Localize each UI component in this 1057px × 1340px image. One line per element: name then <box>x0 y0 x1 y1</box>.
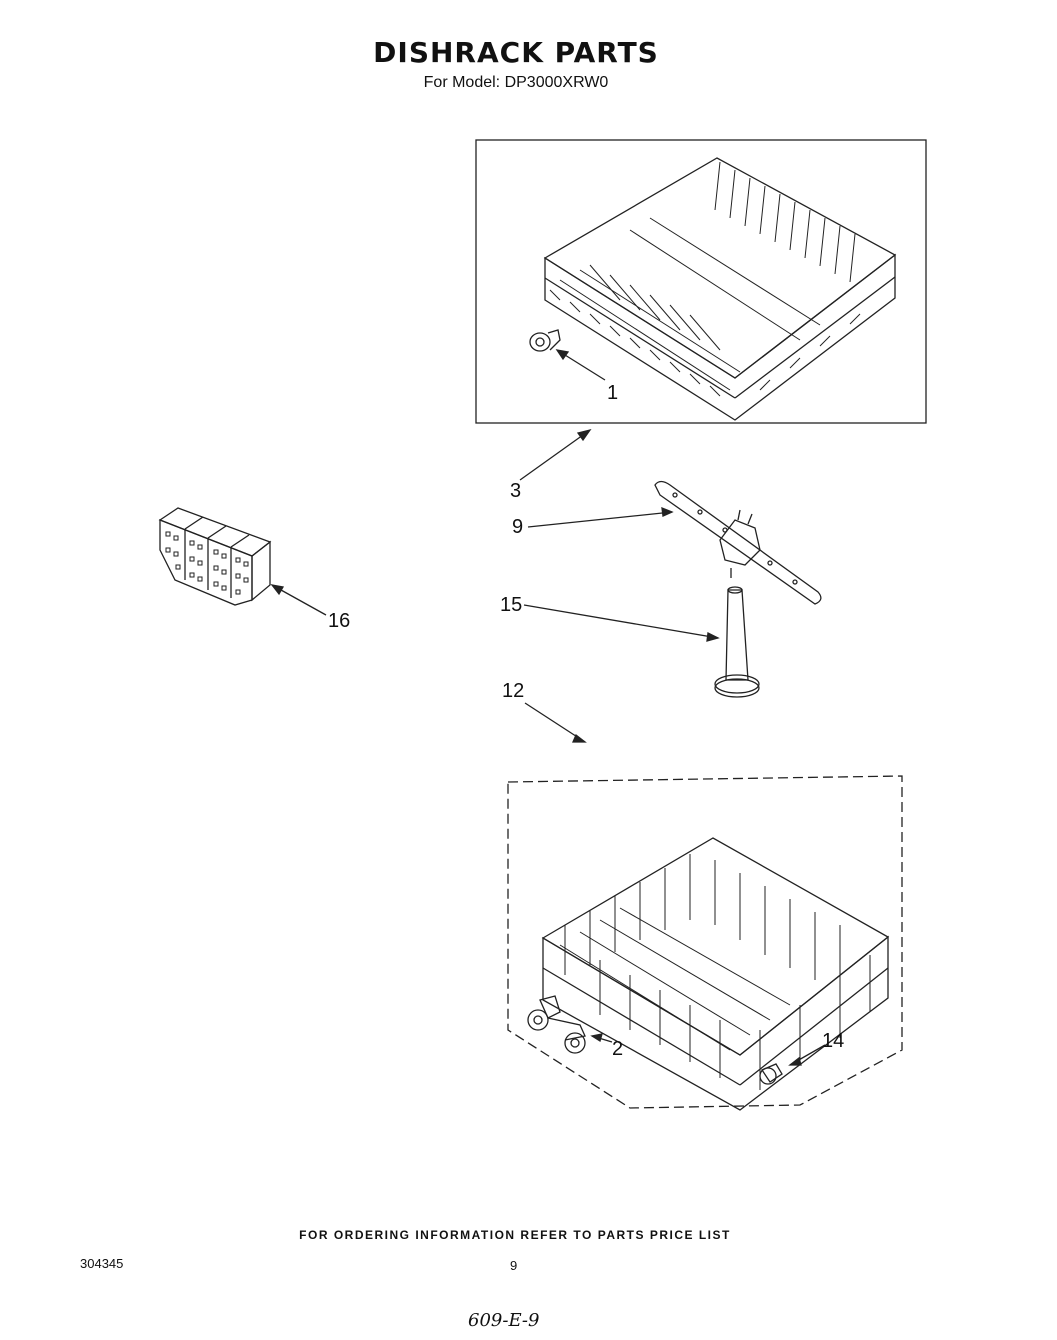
ordering-info-note: FOR ORDERING INFORMATION REFER TO PARTS … <box>299 1228 731 1242</box>
leader-line-15 <box>523 604 719 639</box>
callout-9: 9 <box>512 516 524 538</box>
model-subtitle: For Model: DP3000XRW0 <box>423 74 609 91</box>
callout-14: 14 <box>822 1030 845 1052</box>
spray-arm-part-9 <box>654 480 822 605</box>
lower-rack-frame <box>507 775 903 1109</box>
leader-line-3 <box>519 429 591 481</box>
arrowhead-15 <box>706 632 720 642</box>
callout-1: 1 <box>607 382 619 404</box>
callout-15: 15 <box>500 594 523 616</box>
upper-rack-frame <box>475 139 927 424</box>
page-number: 9 <box>510 1258 518 1273</box>
roller-assembly-part-2 <box>527 995 586 1054</box>
leader-line-9 <box>527 511 673 528</box>
arrowhead-1 <box>555 349 570 361</box>
callout-16: 16 <box>328 610 351 632</box>
callout-3: 3 <box>510 480 522 502</box>
arrowhead-3 <box>576 428 592 442</box>
handwritten-note: 609-E-9 <box>468 1310 540 1331</box>
page-title: DISHRACK PARTS <box>373 36 659 69</box>
arrowhead-9 <box>661 506 674 517</box>
end-cap-part-14 <box>759 1063 783 1085</box>
leader-line-12 <box>524 702 586 743</box>
arrowhead-16 <box>270 584 285 596</box>
silverware-basket-part-16 <box>158 507 272 606</box>
arrowhead-2 <box>590 1033 603 1043</box>
roller-part-1 <box>529 329 561 352</box>
callout-2: 2 <box>612 1038 624 1060</box>
upper-rack-illustration <box>543 157 897 421</box>
arrowhead-12 <box>572 733 587 743</box>
callout-12: 12 <box>502 680 525 702</box>
document-number: 304345 <box>80 1256 124 1271</box>
arrowhead-14 <box>788 1056 802 1066</box>
spray-tube-part-15 <box>714 568 760 698</box>
lower-rack-illustration <box>541 837 890 1111</box>
